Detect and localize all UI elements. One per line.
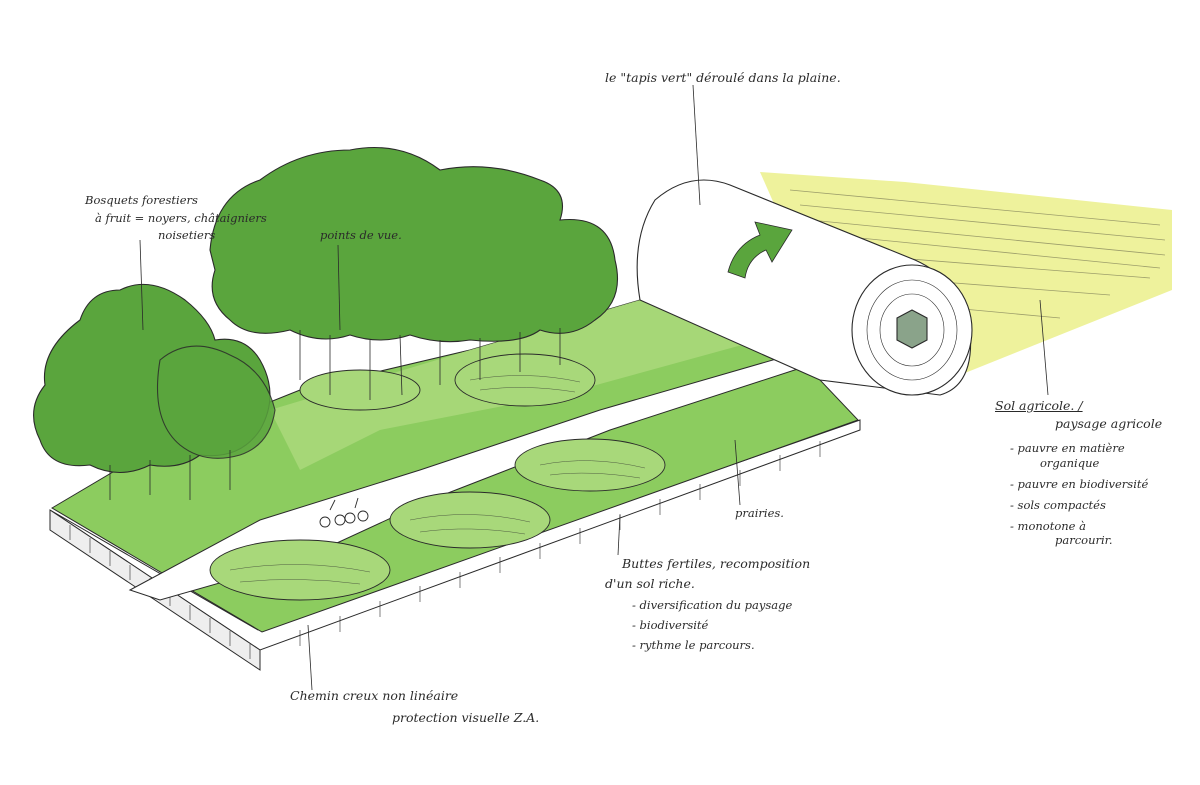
rolled-carpet (636, 179, 973, 396)
buttes-item-3: - rythme le parcours. (632, 638, 755, 652)
cyclists-sketch (319, 497, 369, 528)
sol-item-1: - pauvre en matière (1010, 441, 1125, 455)
arrow-icon (727, 221, 793, 279)
annotation-buttes-1: Buttes fertiles, recomposition (622, 556, 811, 571)
buttes-item-1: - diversification du paysage (632, 598, 793, 612)
tree-grove (33, 147, 619, 473)
annotation-bosquets-2: à fruit = noyers, châtaigniers (95, 211, 267, 225)
annotation-prairies: prairies. (735, 506, 784, 520)
sol-item-2: organique (1040, 456, 1100, 470)
sol-item-5: - monotone à (1010, 519, 1086, 533)
annotation-sol-agricole-2: paysage agricole (1055, 416, 1163, 431)
green-carpet (51, 289, 859, 633)
tree-trunks (109, 328, 561, 500)
annotation-chemin-2: protection visuelle Z.A. (392, 710, 540, 725)
leader-lines (139, 84, 1049, 691)
buttes-item-2: - biodiversité (632, 618, 709, 632)
annotation-tapis-vert: le "tapis vert" déroulé dans la plaine. (605, 70, 841, 85)
sol-item-6: parcourir. (1055, 533, 1113, 547)
sol-item-3: - pauvre en biodiversité (1010, 477, 1149, 491)
annotation-chemin-1: Chemin creux non linéaire (290, 688, 459, 703)
annotation-bosquets-3: noisetiers (158, 228, 216, 242)
sol-item-4: - sols compactés (1010, 498, 1106, 512)
annotation-sol-agricole-1: Sol agricole. / (995, 398, 1083, 413)
annotation-buttes-2: d'un sol riche. (605, 576, 695, 591)
annotation-bosquets-1: Bosquets forestiers (85, 193, 198, 207)
annotation-points-de-vue: points de vue. (320, 228, 402, 242)
